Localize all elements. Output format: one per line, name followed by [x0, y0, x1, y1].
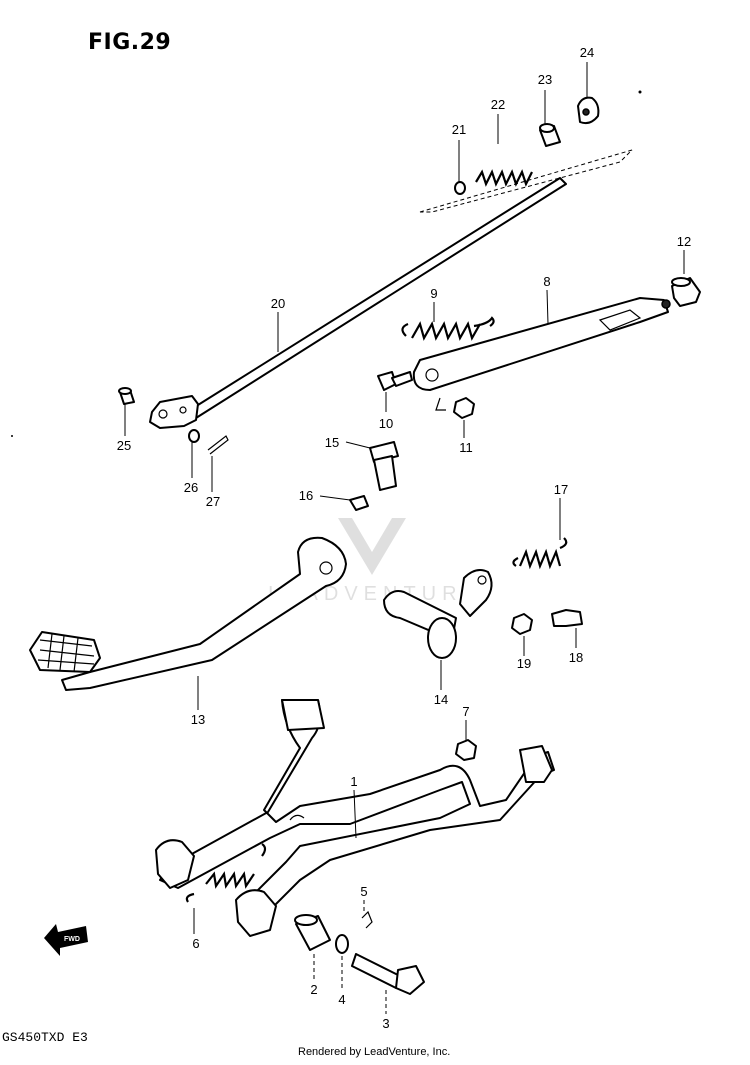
- part-17-spring: [512, 537, 568, 570]
- callout-13: 13: [191, 712, 205, 727]
- callout-16: 16: [299, 488, 313, 503]
- fwd-label: FWD: [64, 936, 80, 943]
- callout-7: 7: [462, 704, 469, 719]
- callout-24: 24: [580, 45, 594, 60]
- callout-14: 14: [434, 692, 448, 707]
- figure-title: FIG.29: [88, 30, 172, 55]
- callout-27: 27: [206, 494, 220, 509]
- callout-25: 25: [117, 438, 131, 453]
- part-2-collar: [294, 914, 331, 951]
- callout-20: 20: [271, 296, 285, 311]
- callout-11: 11: [459, 440, 473, 455]
- callout-15: 15: [325, 435, 339, 450]
- bracket-lock-mark: [435, 397, 446, 411]
- part-7-nut: [455, 739, 477, 761]
- callout-numbers: 1 2 3 4 5 6 7 8 9 10 11 12 13 14 15 16 1…: [117, 45, 691, 1031]
- scan-speck: [11, 435, 13, 437]
- part-26-washer: [188, 429, 200, 443]
- part-5-clip: [361, 910, 373, 929]
- callout-2: 2: [310, 982, 317, 997]
- part-20-brake-rod: [149, 177, 567, 429]
- part-8-brake-arm: [412, 297, 671, 391]
- callout-3: 3: [382, 1016, 389, 1031]
- part-10-bolt: [377, 371, 413, 391]
- callout-9: 9: [430, 286, 437, 301]
- callout-1: 1: [350, 774, 357, 789]
- callout-8: 8: [543, 274, 550, 289]
- callout-6: 6: [192, 936, 199, 951]
- callout-26: 26: [184, 480, 198, 495]
- part-23-collar: [539, 123, 561, 147]
- part-19-nut: [511, 613, 533, 635]
- adjuster-envelope: [419, 149, 633, 213]
- part-24-nut: [577, 96, 600, 125]
- callout-18: 18: [569, 650, 583, 665]
- callout-21: 21: [452, 122, 466, 137]
- part-16-clip: [349, 495, 369, 511]
- leader-lines: [124, 62, 685, 1014]
- part-4-washer: [335, 934, 349, 954]
- part-9-spring: [401, 316, 495, 341]
- callout-5: 5: [360, 884, 367, 899]
- callout-19: 19: [517, 656, 531, 671]
- callout-4: 4: [338, 992, 345, 1007]
- callout-17: 17: [554, 482, 568, 497]
- model-code: GS450TXD E3: [2, 1030, 88, 1045]
- part-15-pivot-bolt: [369, 441, 399, 491]
- part-11-nut: [453, 397, 475, 419]
- callout-22: 22: [491, 97, 505, 112]
- scan-speck: [638, 90, 642, 94]
- callout-12: 12: [677, 234, 691, 249]
- fwd-direction-arrow: FWD: [44, 924, 88, 956]
- part-27-cotter-pin: [207, 435, 229, 455]
- part-6-spring: [185, 843, 267, 903]
- part-12-cap: [671, 277, 701, 307]
- part-21-washer: [454, 181, 466, 195]
- part-1-center-stand: [155, 699, 555, 937]
- callout-23: 23: [538, 72, 552, 87]
- part-13-brake-pedal: [29, 536, 347, 691]
- part-3-bolt: [351, 953, 425, 995]
- part-14-pivot-shaft: [383, 569, 493, 659]
- render-credit: Rendered by LeadVenture, Inc.: [298, 1046, 451, 1058]
- part-18-bolt: [551, 609, 583, 627]
- callout-10: 10: [379, 416, 393, 431]
- part-25-pin: [118, 387, 135, 405]
- part-22-spring: [475, 169, 533, 187]
